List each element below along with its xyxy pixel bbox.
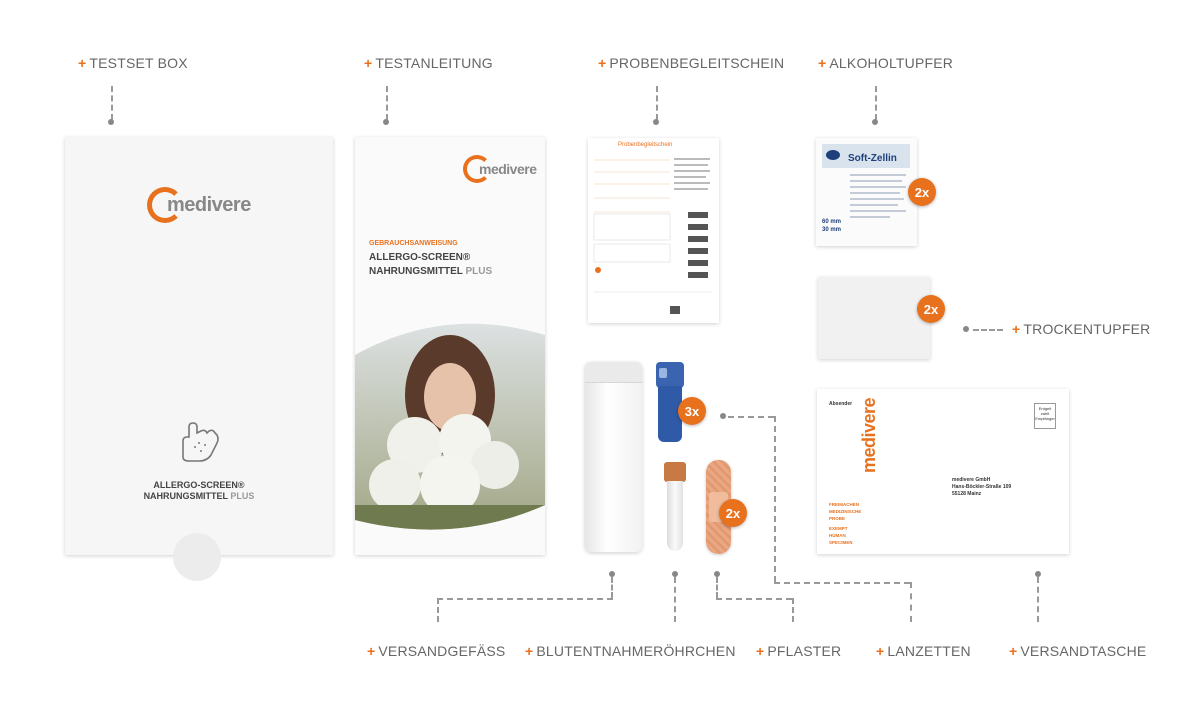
alcohol-swab-text — [850, 174, 906, 218]
connector-probenbegleitschein — [656, 86, 658, 120]
badge-trockentupfer: 2x — [917, 295, 945, 323]
booklet-title: ALLERGO-SCREEN® NAHRUNGSMITTEL PLUS — [369, 252, 493, 277]
connector-dot — [720, 413, 726, 419]
label-versandtasche: +VERSANDTASCHE — [1009, 643, 1147, 659]
woman-flowers-photo — [355, 323, 545, 530]
alcohol-swab-size: 60 mm 30 mm — [822, 219, 842, 233]
connector-lanzetten-v1 — [774, 416, 776, 582]
label-trockentupfer: +TROCKENTUPFER — [1012, 321, 1151, 337]
badge-alkoholtupfer: 2x — [908, 178, 936, 206]
alkoholtupfer-pack: Soft-Zellin 60 mm 30 mm — [816, 138, 917, 246]
versandtasche-envelope: Absender Entgelt zahlt Empfänger mediver… — [817, 389, 1069, 554]
medivere-logo-icon — [147, 187, 183, 223]
connector-lanzetten-v2 — [910, 582, 912, 622]
label-pflaster: +PFLASTER — [756, 643, 842, 659]
connector-pflaster — [716, 577, 718, 598]
label-alkoholtupfer: +ALKOHOLTUPFER — [818, 55, 954, 71]
label-versandgefaess: +VERSANDGEFÄSS — [367, 643, 506, 659]
label-testset-box: +TESTSET BOX — [78, 55, 188, 71]
connector-dot — [872, 119, 878, 125]
hand-icon — [182, 422, 219, 462]
medivere-logo: medivere — [463, 155, 537, 183]
envelope-side-text: FREIMACHEN MEDIZINISCHE PROBE EXEMPT HUM… — [829, 502, 862, 545]
lancet-window — [659, 368, 667, 378]
connector-dot — [108, 119, 114, 125]
form-title: Probenbegleitschein — [618, 142, 673, 148]
label-probenbegleitschein: +PROBENBEGLEITSCHEIN — [598, 55, 785, 71]
badge-pflaster: 2x — [719, 499, 747, 527]
lanzette — [654, 362, 686, 442]
envelope-address: medivere GmbH Hans-Böckler-Straße 109 55… — [952, 477, 1012, 497]
connector-pflaster-v — [792, 598, 794, 622]
versandgefaess-container — [585, 362, 642, 552]
hartmann-logo-icon — [826, 150, 840, 160]
connector-versandgefaess — [611, 577, 613, 598]
testset-box: medivere ALLERGO-SCREEN® NAHRUNGSMITTEL … — [65, 137, 333, 581]
blutentnahmeroehrchen — [664, 462, 686, 552]
tube-cap — [664, 462, 686, 482]
connector-alkoholtupfer — [875, 86, 877, 120]
envelope-sender: Absender — [829, 401, 853, 407]
box-product-name: ALLERGO-SCREEN® NAHRUNGSMITTEL PLUS — [143, 480, 255, 501]
badge-lanzetten: 3x — [678, 397, 706, 425]
trockentupfer-pack — [818, 277, 930, 359]
tube-body — [667, 481, 683, 551]
connector-dot — [383, 119, 389, 125]
alcohol-swab-brand: Soft-Zellin — [848, 153, 897, 164]
medivere-logo: medivere — [147, 187, 251, 223]
connector-dot — [609, 571, 615, 577]
testanleitung-booklet: medivere GEBRAUCHSANWEISUNG ALLERGO-SCRE… — [355, 137, 545, 555]
container-lid — [585, 362, 642, 383]
label-lanzetten: +LANZETTEN — [876, 643, 971, 659]
label-testanleitung: +TESTANLEITUNG — [364, 55, 493, 71]
envelope-logo: medivere — [859, 397, 879, 473]
connector-blutentnahmeroehrchen — [674, 577, 676, 622]
connector-pflaster-h — [716, 598, 792, 600]
box-tab-cutout — [173, 533, 221, 581]
envelope-stamp: Entgelt zahlt Empfänger — [1034, 403, 1056, 429]
connector-versandgefaess-v — [437, 598, 439, 622]
medivere-logo-icon — [463, 155, 491, 183]
connector-versandtasche — [1037, 577, 1039, 622]
connector-lanzetten-h1 — [728, 416, 774, 418]
label-blutentnahmeroehrchen: +BLUTENTNAHMERÖHRCHEN — [525, 643, 736, 659]
connector-dot — [1035, 571, 1041, 577]
connector-dot — [963, 326, 969, 332]
connector-testset-box — [111, 86, 113, 120]
form-content — [593, 158, 712, 314]
connector-dot — [714, 571, 720, 577]
connector-versandgefaess-h — [437, 598, 613, 600]
connector-dot — [672, 571, 678, 577]
booklet-kicker: GEBRAUCHSANWEISUNG — [369, 240, 458, 247]
connector-testanleitung — [386, 86, 388, 120]
connector-lanzetten-h2 — [774, 582, 910, 584]
connector-trockentupfer — [973, 329, 1003, 331]
connector-dot — [653, 119, 659, 125]
probenbegleitschein-form: Probenbegleitschein — [588, 138, 719, 323]
